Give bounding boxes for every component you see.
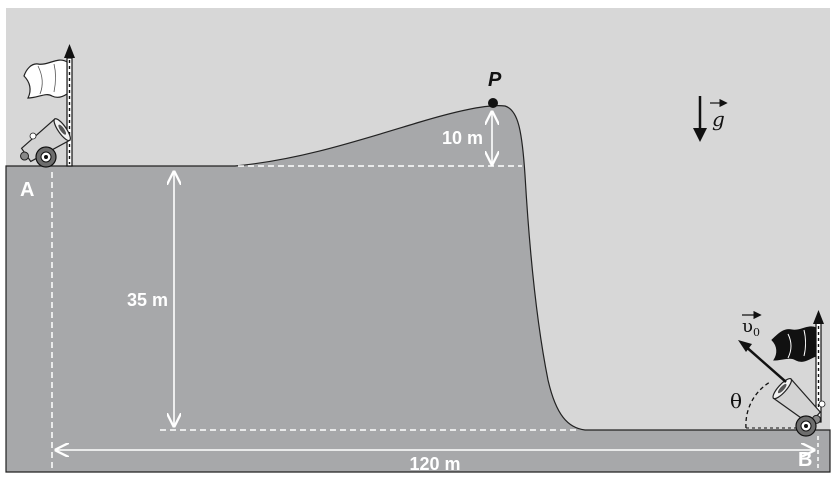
flag-b xyxy=(771,310,824,423)
velocity-label: υ0 xyxy=(742,316,760,339)
cannon-icon xyxy=(772,377,822,425)
white-flag-icon xyxy=(23,59,68,99)
cannon-icon xyxy=(20,118,71,163)
hill-height-label: 10 m xyxy=(442,128,483,148)
point-p-label: P xyxy=(488,69,502,91)
angle-label: θ xyxy=(730,389,742,413)
cliff-height-label: 35 m xyxy=(127,290,168,310)
gravity-label: g xyxy=(712,107,725,131)
terrain xyxy=(5,105,831,473)
initial-velocity-vector: υ0 xyxy=(738,310,787,383)
point-p-marker xyxy=(488,98,498,108)
cannon-b xyxy=(772,377,826,437)
cannon-a xyxy=(20,118,71,168)
point-b-label: B xyxy=(798,449,812,471)
horizontal-distance-label: 120 m xyxy=(409,454,460,474)
point-a-label: A xyxy=(20,179,34,201)
flag-a xyxy=(23,44,75,167)
gravity-vector: g xyxy=(693,96,728,142)
black-flag-icon xyxy=(771,326,817,362)
